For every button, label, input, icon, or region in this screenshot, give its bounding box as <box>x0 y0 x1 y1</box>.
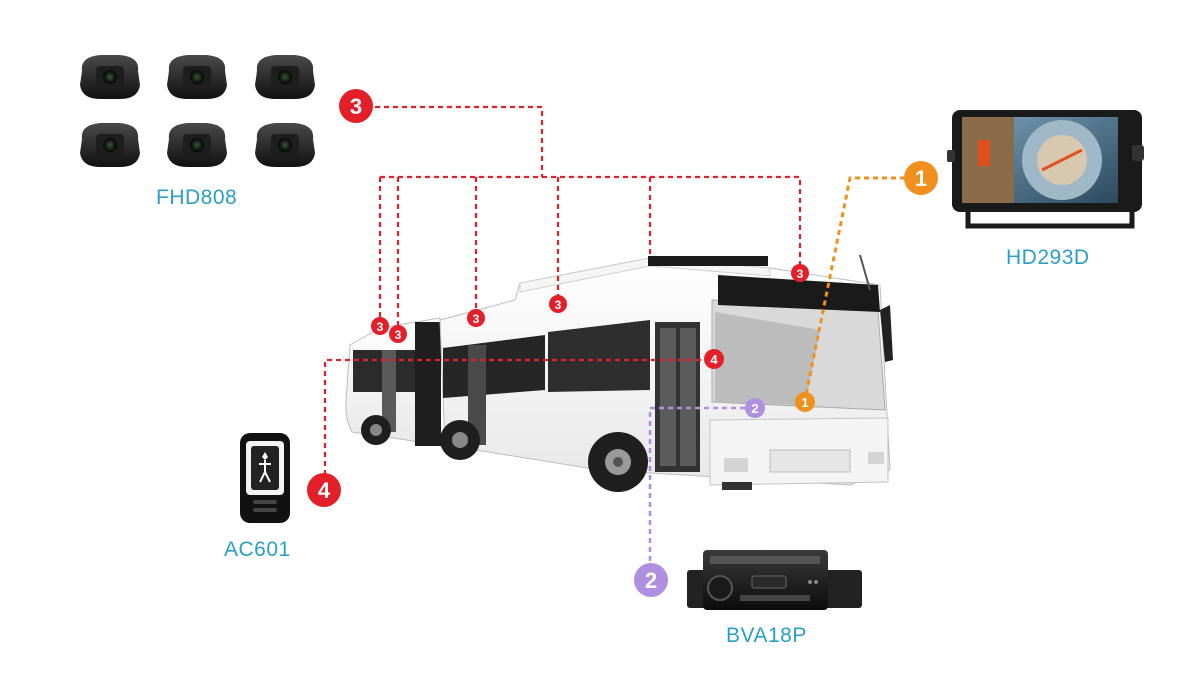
marker-3-small: 3 <box>371 317 389 335</box>
line-3-bus <box>380 175 802 270</box>
label-bva18p: BVA18P <box>726 624 807 647</box>
svg-text:3: 3 <box>555 298 562 312</box>
marker-2-large: 2 <box>634 563 668 597</box>
fhd808-camera <box>167 55 227 99</box>
markers: 3 1 4 2 3 3 3 3 <box>307 89 938 597</box>
svg-text:3: 3 <box>350 94 362 119</box>
line-3-main <box>375 105 544 177</box>
svg-text:3: 3 <box>377 320 384 334</box>
ac601-device <box>240 433 290 523</box>
svg-text:1: 1 <box>801 395 808 410</box>
fhd808-camera <box>167 123 227 167</box>
svg-text:1: 1 <box>915 166 927 191</box>
marker-4-large: 4 <box>307 473 341 507</box>
marker-1-large: 1 <box>904 161 938 195</box>
fhd808-camera <box>80 55 140 99</box>
svg-text:3: 3 <box>797 267 804 281</box>
line-1 <box>803 176 905 401</box>
fhd808-camera-group <box>80 55 315 167</box>
fhd808-camera <box>255 55 315 99</box>
fhd808-camera <box>255 123 315 167</box>
marker-3-small: 3 <box>549 295 567 313</box>
marker-3-small: 3 <box>389 325 407 343</box>
fhd808-camera <box>80 123 140 167</box>
label-fhd808: FHD808 <box>156 186 238 209</box>
label-ac601: AC601 <box>224 538 291 561</box>
line-4 <box>323 358 715 475</box>
marker-3-large: 3 <box>339 89 373 123</box>
hd293d-monitor <box>947 110 1144 229</box>
svg-text:3: 3 <box>395 328 402 342</box>
marker-3-small: 3 <box>791 264 809 282</box>
bva18p-dvr <box>687 550 862 610</box>
bus <box>345 254 893 492</box>
marker-1-small: 1 <box>795 392 815 412</box>
marker-2-small: 2 <box>745 398 765 418</box>
svg-text:2: 2 <box>751 401 758 416</box>
marker-3-small: 3 <box>467 309 485 327</box>
svg-text:4: 4 <box>710 352 718 367</box>
connection-lines <box>323 105 905 570</box>
label-hd293d: HD293D <box>1006 246 1090 269</box>
svg-text:3: 3 <box>473 312 480 326</box>
svg-text:2: 2 <box>645 568 657 593</box>
marker-4-small: 4 <box>704 349 724 369</box>
line-2 <box>648 406 755 570</box>
svg-text:4: 4 <box>318 478 331 503</box>
